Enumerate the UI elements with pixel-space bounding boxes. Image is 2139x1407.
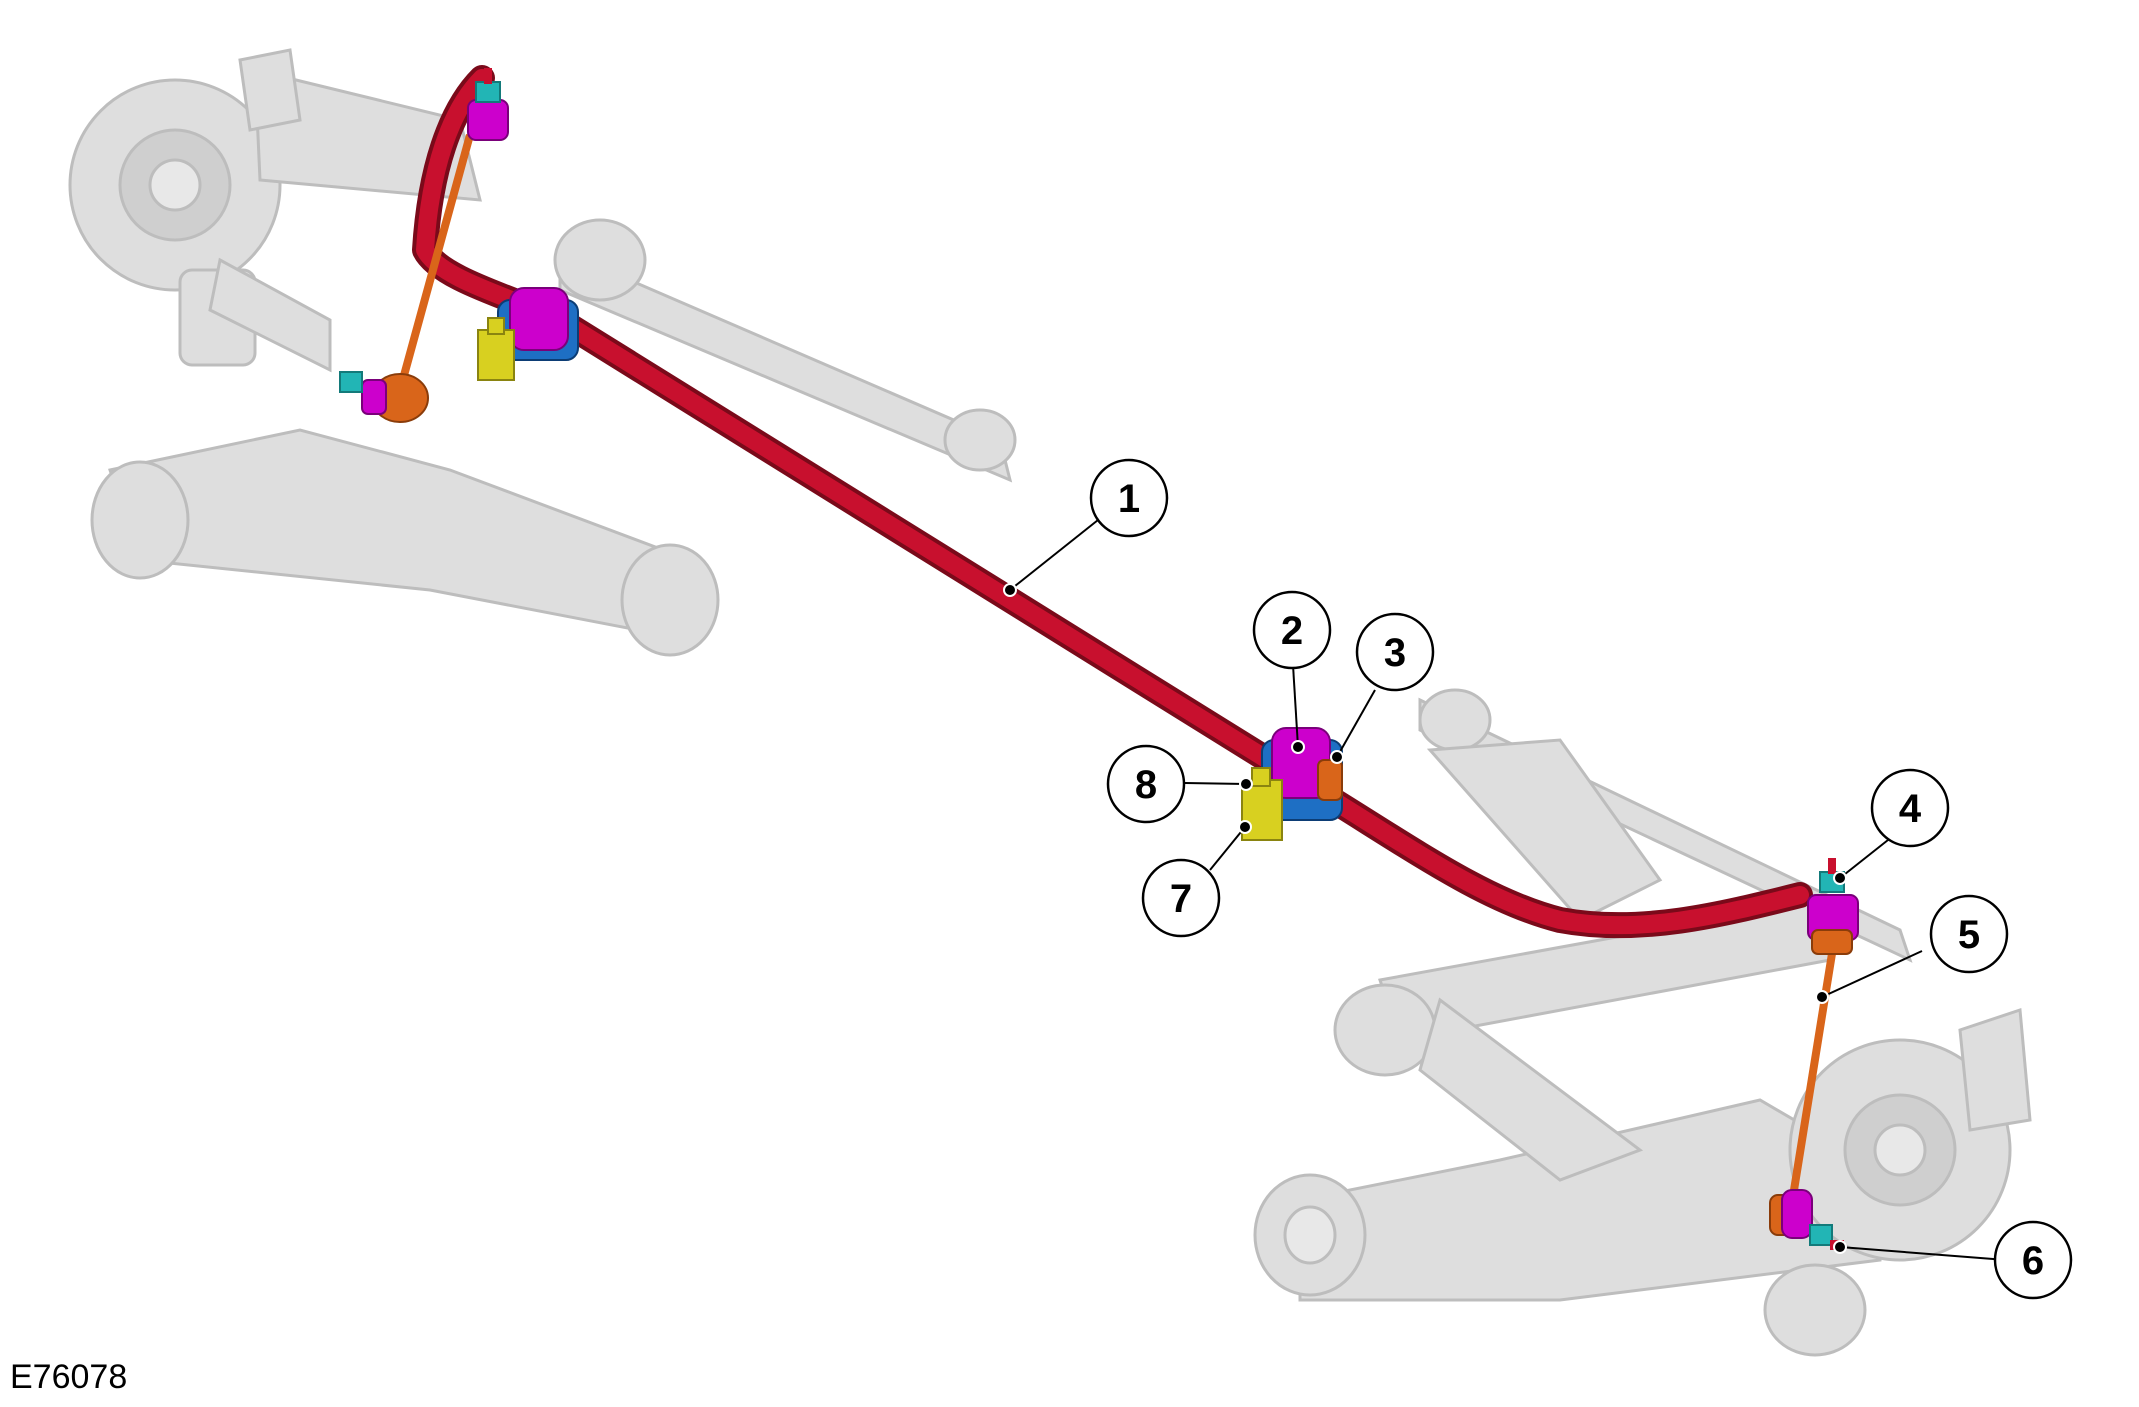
right-bushing-bracket [1241, 727, 1343, 841]
callout-label-3: 3 [1384, 631, 1406, 675]
left-bushing-bracket [477, 287, 579, 381]
ghost-right-suspension [1253, 688, 2032, 1357]
callout-label-4: 4 [1899, 787, 1922, 831]
left-stabilizer-link [339, 68, 509, 423]
callouts [1009, 519, 2007, 1261]
figure-id: E76078 [10, 1358, 128, 1396]
callout-label-5: 5 [1958, 913, 1980, 957]
callout-label-2: 2 [1281, 609, 1303, 653]
callout-labels: 1 2 3 4 5 6 7 8 [1118, 477, 2044, 1283]
callout-label-7: 7 [1170, 877, 1192, 921]
callout-label-1: 1 [1118, 477, 1140, 521]
callout-circles [1089, 458, 2073, 1300]
callout-dots [1003, 583, 1847, 1254]
callout-label-6: 6 [2022, 1239, 2044, 1283]
callout-label-8: 8 [1135, 763, 1157, 807]
right-stabilizer-link [1769, 858, 1859, 1250]
